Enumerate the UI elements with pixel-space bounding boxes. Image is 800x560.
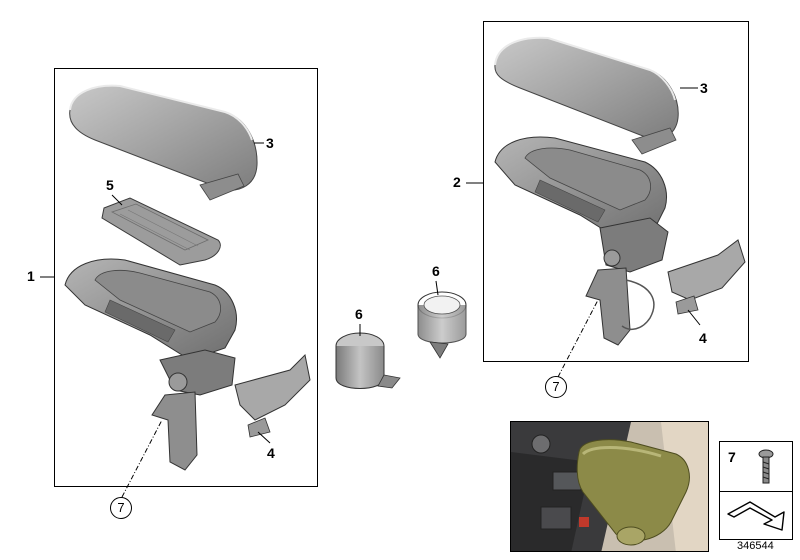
cup-holder-open bbox=[417, 291, 467, 359]
callout-lid-right: 3 bbox=[700, 80, 708, 96]
installation-arrow-icon bbox=[727, 501, 785, 531]
storage-tray-left bbox=[64, 258, 237, 361]
armrest-lid-right bbox=[494, 36, 679, 155]
armrest-lid-left bbox=[69, 84, 258, 201]
storage-tray-right bbox=[494, 136, 667, 241]
legend-box: 7 bbox=[719, 441, 793, 540]
callout-bracket-left: 4 bbox=[267, 445, 275, 461]
callout-bracket-right: 4 bbox=[699, 330, 707, 346]
legend-divider bbox=[720, 491, 792, 492]
callout-left-assembly: 1 bbox=[27, 268, 35, 284]
hinge-mechanism-left bbox=[151, 349, 236, 471]
cup-holder-closed bbox=[335, 332, 401, 389]
diagram-number: 346544 bbox=[737, 540, 774, 552]
installation-photo bbox=[510, 421, 709, 552]
assembly-1-frame bbox=[54, 68, 318, 487]
cover-bracket-right bbox=[667, 239, 746, 315]
callout-lid-left: 3 bbox=[266, 135, 274, 151]
cover-bracket-left bbox=[234, 353, 311, 438]
storage-mat bbox=[101, 197, 221, 266]
leader-lines bbox=[40, 87, 701, 498]
assembly-2-frame bbox=[483, 21, 749, 362]
console-photo-image bbox=[511, 422, 708, 551]
callout-cup-holder-closed: 6 bbox=[355, 306, 363, 322]
callout-right-assembly: 2 bbox=[453, 174, 461, 190]
callout-cup-holder-open: 6 bbox=[432, 263, 440, 279]
hinge-mechanism-right bbox=[585, 217, 669, 346]
callout-screw-right: 7 bbox=[545, 376, 567, 398]
screw-icon bbox=[758, 449, 774, 484]
legend-item-number: 7 bbox=[728, 449, 736, 465]
callout-screw-left: 7 bbox=[110, 497, 132, 519]
callout-mat: 5 bbox=[106, 177, 114, 193]
